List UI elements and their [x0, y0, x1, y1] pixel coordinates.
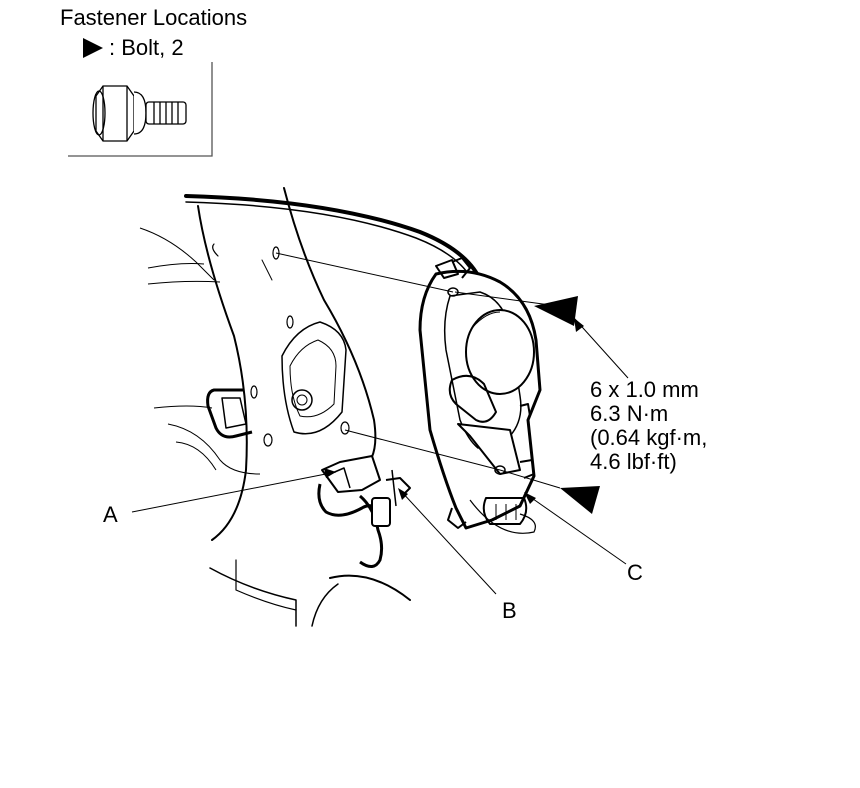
fastener-legend-label: : Bolt, 2 — [109, 35, 184, 60]
callout-a-leader — [131, 471, 337, 513]
callout-label-b: B — [502, 598, 517, 623]
bolt-arrow-shaft-lower — [499, 469, 561, 489]
bolt-alignment-line-lower — [344, 429, 501, 471]
bolt-arrow-icon-upper — [534, 296, 578, 326]
bracket-clip — [206, 388, 253, 439]
spec-leader-line — [573, 317, 629, 379]
callout-c-arrowhead — [524, 492, 536, 504]
bolt-arrow-icon-lower — [560, 486, 600, 514]
diagram-title: Fastener Locations — [60, 5, 248, 30]
bolt-legend-box — [68, 62, 213, 157]
torque-kgfm-text: (0.64 kgf·m, — [590, 425, 708, 450]
torque-lbfft-text: 4.6 lbf·ft) — [590, 449, 677, 474]
lamp-assembly — [418, 257, 542, 534]
bolt-triangle-icon — [83, 38, 103, 58]
spec-leader-arrowhead — [574, 318, 584, 332]
torque-spec: 6 x 1.0 mm 6.3 N·m (0.64 kgf·m, 4.6 lbf·… — [590, 378, 707, 474]
background-wiring — [139, 227, 261, 475]
bolt-size-text: 6 x 1.0 mm — [590, 377, 699, 402]
callout-label-c: C — [627, 560, 643, 585]
bolt-alignment-line-upper — [275, 252, 454, 293]
callout-b-leader — [399, 489, 497, 595]
callout-c-leader — [525, 493, 627, 565]
fastener-legend: : Bolt, 2 — [83, 36, 184, 60]
arrowheads — [324, 296, 600, 514]
bolt-icon — [92, 85, 187, 142]
torque-nm-text: 6.3 N·m — [590, 401, 669, 426]
callout-b-arrowhead — [398, 488, 408, 500]
harness-connector — [317, 455, 411, 568]
callout-a-arrowhead — [324, 468, 336, 478]
callout-label-a: A — [103, 502, 118, 527]
leader-lines — [131, 252, 629, 595]
